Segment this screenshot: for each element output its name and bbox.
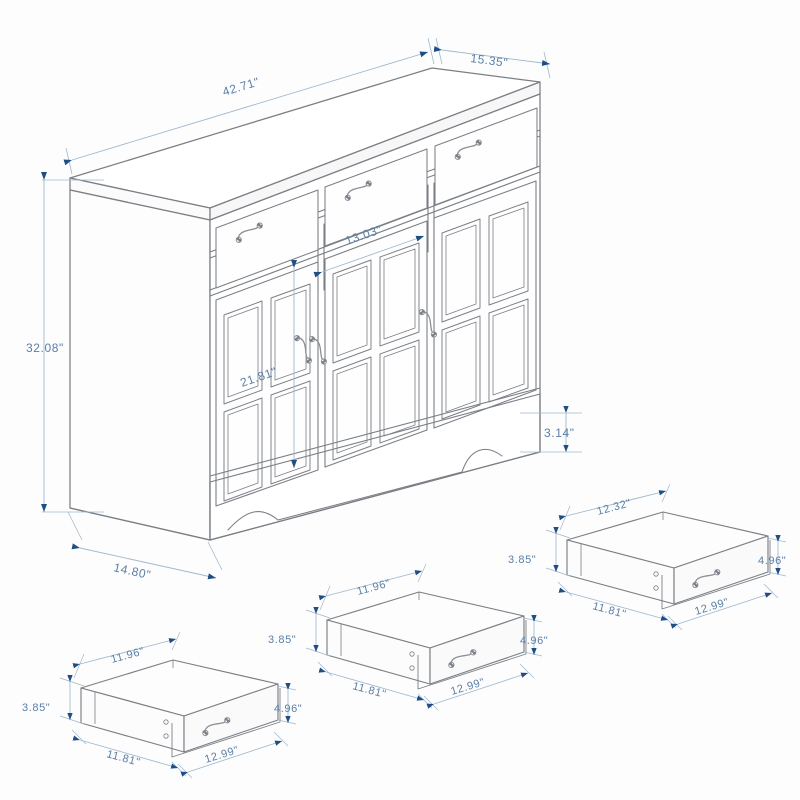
cabinet-door-3[interactable] — [418, 180, 537, 429]
drawer-box-right-dims — [545, 483, 787, 631]
dim-label-toe-kick: 3.14" — [544, 426, 575, 440]
dim-label-d3-front-w: 12.99" — [693, 596, 730, 618]
dim-height — [41, 172, 104, 513]
dim-depth — [433, 37, 551, 79]
drawer-box-left-dims — [59, 631, 297, 779]
dim-label-d3-bottom: 11.81" — [591, 600, 627, 620]
dim-label-d2-front-h: 4.96" — [520, 635, 548, 647]
drawer-box-right — [566, 511, 771, 610]
dim-base-depth — [67, 511, 223, 580]
cabinet-side-panel — [69, 189, 211, 541]
drawer-box-middle — [326, 591, 527, 690]
dim-width — [63, 37, 435, 175]
cabinet-door-1[interactable] — [215, 261, 319, 507]
cabinet-door-2[interactable] — [308, 220, 428, 468]
dim-label-width: 42.71" — [221, 75, 261, 99]
dim-door-width — [313, 235, 425, 278]
dim-label-d1-bottom: 11.81" — [105, 748, 141, 768]
cabinet-drawer-front-3[interactable] — [434, 107, 538, 206]
dim-label-d2-front-w: 12.99" — [449, 676, 486, 698]
dim-label-d1-front-w: 12.99" — [203, 744, 240, 766]
dim-label-d2-top: 11.96" — [356, 577, 392, 597]
dimension-annotations — [41, 37, 582, 580]
dim-label-d1-side: 3.85" — [22, 702, 50, 714]
drawer-box-middle-dims — [305, 563, 543, 711]
dim-label-d3-side: 3.85" — [508, 554, 536, 566]
dim-toe-kick — [520, 406, 582, 453]
dim-label-base-depth: 14.80" — [112, 560, 152, 582]
dim-label-d2-bottom: 11.81" — [351, 680, 387, 700]
dim-label-depth: 15.35" — [470, 51, 509, 70]
cabinet-base — [69, 387, 541, 541]
dim-label-d3-front-h: 4.96" — [758, 555, 786, 567]
dim-label-d2-side: 3.85" — [268, 634, 296, 646]
dim-label-height: 32.08" — [26, 341, 64, 355]
dim-label-d1-top: 11.96" — [110, 645, 146, 665]
drawer-box-left — [80, 659, 281, 758]
dim-label-d1-front-h: 4.96" — [274, 703, 302, 715]
dim-label-d3-top: 12.32" — [596, 497, 633, 518]
